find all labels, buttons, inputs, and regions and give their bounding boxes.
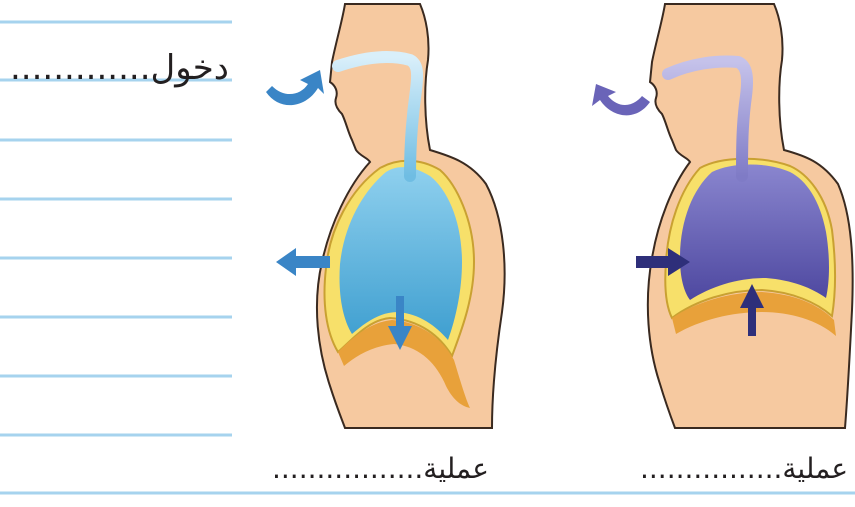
exhalation-figure	[592, 4, 853, 428]
inhalation-figure	[266, 4, 505, 428]
process-blank-label-left: عملية.................	[272, 452, 489, 485]
air-outward-curved-arrow	[592, 84, 650, 115]
inhale-blank-label: دخول.............	[10, 48, 229, 88]
process-blank-label-right: عملية................	[640, 452, 848, 485]
air-inward-curved-arrow	[266, 70, 324, 105]
